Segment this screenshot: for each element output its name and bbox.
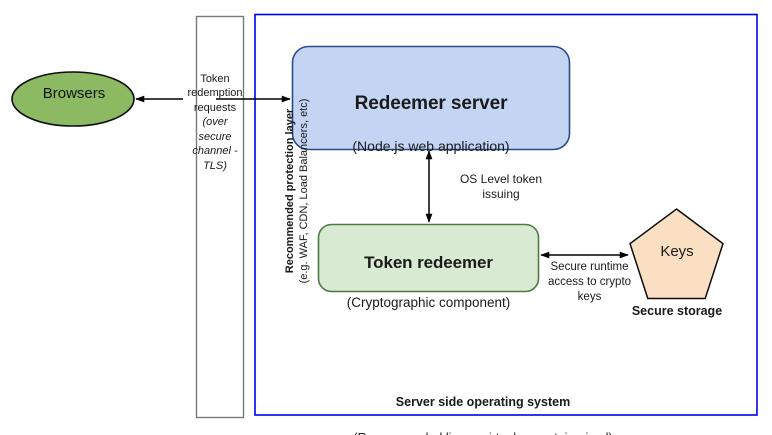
- redeemer-server-node: [291, 45, 571, 151]
- server-side-os-container: [254, 13, 758, 416]
- server-side-os-title: Server side operating system: [395, 394, 571, 409]
- protection-layer-container: [195, 15, 245, 419]
- edge-label-line-1: Token: [200, 72, 230, 85]
- browsers-node: [11, 71, 135, 127]
- token-redeemer-node: [317, 223, 540, 293]
- token-redeemer-title: Token redeemer: [364, 252, 493, 272]
- edge-label-line-5: TLS): [203, 159, 227, 172]
- edge-browsers-to-server-label: Token redemption requests (over secure c…: [180, 57, 250, 173]
- server-side-os-caption: Server side operating system (Recommende…: [338, 376, 628, 435]
- server-side-os-subtitle: (Recommended linux - virtual or containe…: [338, 431, 628, 435]
- token-redeemer-label: Token redeemer (Cryptographic component): [318, 234, 539, 330]
- redeemer-server-title: Redeemer server: [354, 92, 508, 114]
- browsers-label: Browsers: [42, 85, 106, 102]
- secure-storage-caption: Secure storage: [631, 304, 723, 318]
- keys-node: [629, 208, 724, 300]
- edge-server-to-redeemer-label: OS Level token issuing: [459, 172, 543, 202]
- token-redeemer-subtitle: (Cryptographic component): [346, 294, 511, 310]
- redeemer-server-label: Redeemer server (Node.js web application…: [292, 74, 570, 174]
- edge-redeemer-to-keys-label: Secure runtime access to crypto keys: [547, 261, 632, 303]
- edge-label-line-4: secure channel -: [192, 130, 238, 158]
- keys-label: Keys: [660, 243, 694, 260]
- edge-label-line-2: redemption: [187, 87, 243, 100]
- redeemer-server-subtitle: (Node.js web application): [352, 138, 510, 155]
- edge-label-line-3: requests: [193, 101, 237, 114]
- edge-label-line-3-italic: (over: [202, 116, 228, 129]
